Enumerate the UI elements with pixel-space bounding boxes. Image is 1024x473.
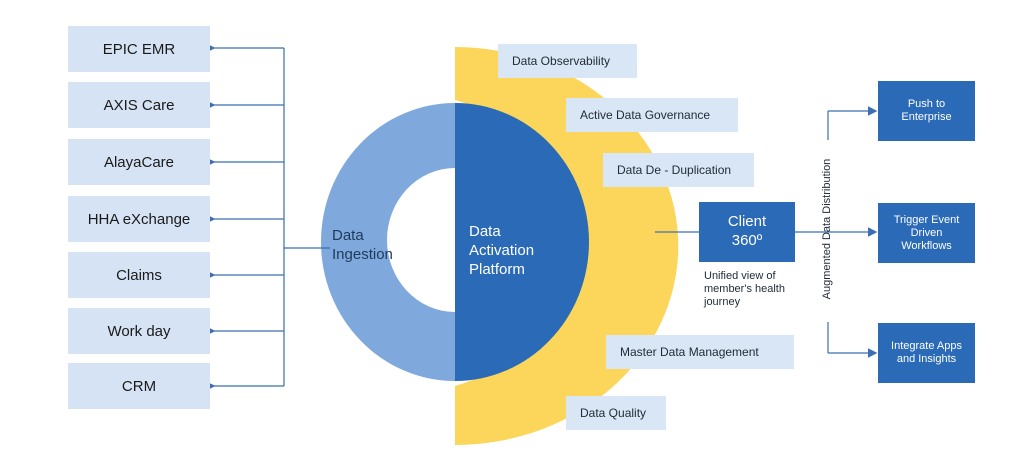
- platform-label-line: Data: [469, 223, 501, 240]
- capability-active-data-governance: Active Data Governance: [566, 98, 738, 132]
- source-claims: Claims: [68, 252, 210, 298]
- output-push-to-enterprise: Push to Enterprise: [878, 81, 975, 141]
- client-title: Client: [727, 213, 767, 230]
- output-integrate-apps: Integrate Apps and Insights: [878, 323, 975, 383]
- source-connectors: [205, 43, 330, 391]
- platform-core: [455, 103, 589, 381]
- source-alayacare: AlayaCare: [68, 139, 210, 185]
- source-epic-emr: EPIC EMR: [68, 26, 210, 72]
- source-crm: CRM: [68, 363, 210, 409]
- capability-data-de-duplication: Data De - Duplication: [603, 153, 754, 187]
- source-axis-care: AXIS Care: [68, 82, 210, 128]
- platform-label: Data Activation Platform: [469, 222, 534, 279]
- platform-label-line: Platform: [469, 261, 525, 278]
- distribution-label: Augmented Data Distribution: [821, 158, 833, 300]
- output-line: Workflows: [901, 239, 952, 252]
- source-hha-exchange: HHA eXchange: [68, 196, 210, 242]
- output-trigger-event-workflows: Trigger Event Driven Workflows: [878, 203, 975, 263]
- output-line: and Insights: [896, 353, 957, 365]
- output-line: Push to: [907, 98, 946, 110]
- capability-data-quality: Data Quality: [566, 396, 666, 430]
- output-line: Enterprise: [901, 111, 952, 123]
- ingestion-label-line: Data: [332, 227, 364, 244]
- capability-data-observability: Data Observability: [498, 44, 637, 78]
- output-line: Trigger Event: [893, 213, 960, 226]
- client-subtitle: 360º: [731, 232, 763, 249]
- capability-master-data-management: Master Data Management: [606, 335, 794, 369]
- ingestion-label: Data Ingestion: [332, 226, 393, 264]
- platform-label-line: Activation: [469, 242, 535, 259]
- source-work-day: Work day: [68, 308, 210, 354]
- output-line: Integrate Apps: [891, 340, 962, 352]
- client-description: Unified view of member's health journey: [704, 270, 785, 308]
- output-line: Driven: [910, 226, 943, 239]
- client-360-box: Client 360º: [699, 202, 795, 262]
- distribution-connectors: [795, 106, 878, 358]
- ingestion-label-line: Ingestion: [332, 246, 393, 263]
